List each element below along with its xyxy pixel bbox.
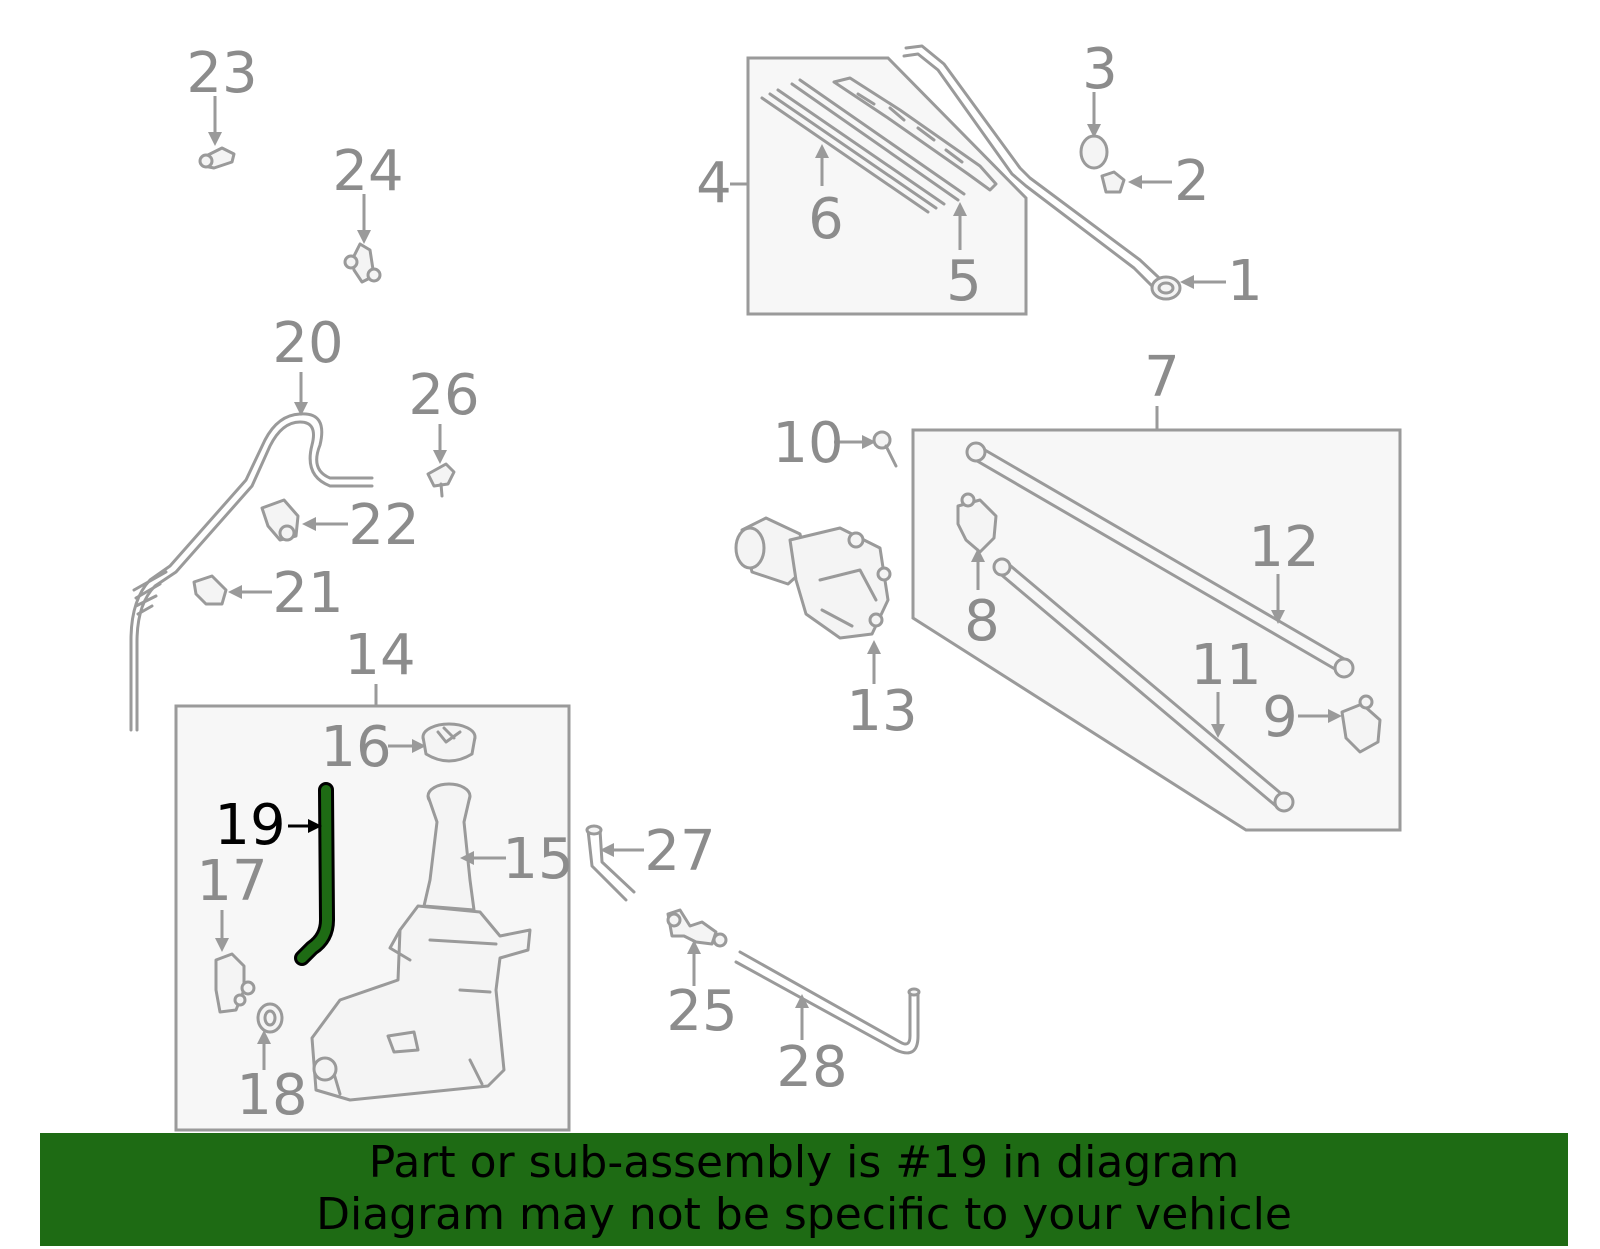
part-16-filler-cap	[421, 722, 477, 763]
callout-10: 10	[772, 411, 843, 476]
callout-8: 8	[964, 589, 1000, 654]
part-6-blade-insert	[760, 78, 966, 214]
callout-13: 13	[846, 679, 917, 744]
part-15-washer-reservoir	[310, 782, 532, 1102]
banner-line-1: Part or sub-assembly is #19 in diagram	[368, 1137, 1240, 1188]
callout-19-highlighted: 19	[214, 793, 285, 858]
callout-3: 3	[1082, 37, 1118, 102]
callout-26: 26	[408, 363, 479, 428]
callout-5: 5	[946, 249, 982, 314]
callout-25: 25	[666, 979, 737, 1044]
part-21-clip	[192, 574, 228, 606]
part-17-washer-pump	[214, 952, 256, 1014]
part-10-bolt	[872, 430, 898, 468]
leader-lines	[208, 92, 1342, 1070]
callout-17: 17	[196, 849, 267, 914]
leader-19-highlighted	[288, 819, 322, 833]
part-2-nut	[1100, 170, 1126, 194]
callout-27: 27	[644, 819, 715, 884]
part-19-washer-hose-highlighted[interactable]	[294, 782, 335, 966]
callout-9: 9	[1262, 685, 1298, 750]
part-28-hose	[734, 950, 921, 1055]
part-1-wiper-arm	[902, 44, 1182, 301]
part-13-wiper-motor	[734, 516, 892, 640]
part-26-clip	[426, 462, 456, 498]
part-12-link-rod	[965, 441, 1355, 679]
callout-18: 18	[236, 1063, 307, 1128]
callout-28: 28	[776, 1035, 847, 1100]
callout-14: 14	[344, 623, 415, 688]
part-11-link-rod	[992, 557, 1295, 813]
part-5-wiper-blade	[832, 76, 998, 192]
callout-4: 4	[696, 151, 732, 216]
part-27-hose	[585, 824, 636, 902]
info-banner: Part or sub-assembly is #19 in diagram D…	[40, 1133, 1568, 1246]
banner-line-2: Diagram may not be specific to your vehi…	[316, 1189, 1292, 1240]
callout-2: 2	[1174, 149, 1210, 214]
part-22-clip	[260, 498, 300, 542]
part-18-grommet	[256, 1002, 284, 1034]
part-8-pivot	[956, 492, 998, 554]
callout-22: 22	[348, 493, 419, 558]
box-4-blade-assembly	[746, 56, 1028, 316]
callout-15: 15	[502, 827, 573, 892]
callout-24: 24	[332, 139, 403, 204]
part-9-pivot	[1340, 694, 1382, 754]
part-23-nozzle	[198, 146, 236, 170]
callout-1: 1	[1227, 249, 1263, 314]
callout-16: 16	[320, 715, 391, 780]
part-3-cap	[1079, 134, 1109, 170]
callout-7: 7	[1144, 345, 1180, 410]
callout-23: 23	[186, 41, 257, 106]
part-25-connector	[666, 908, 728, 948]
callout-21: 21	[272, 561, 343, 626]
callout-12: 12	[1248, 515, 1319, 580]
callout-6: 6	[808, 187, 844, 252]
box-7-linkage-assembly	[911, 428, 1402, 832]
callout-20: 20	[272, 311, 343, 376]
part-24-nozzle	[343, 242, 382, 284]
callout-11: 11	[1190, 633, 1261, 698]
